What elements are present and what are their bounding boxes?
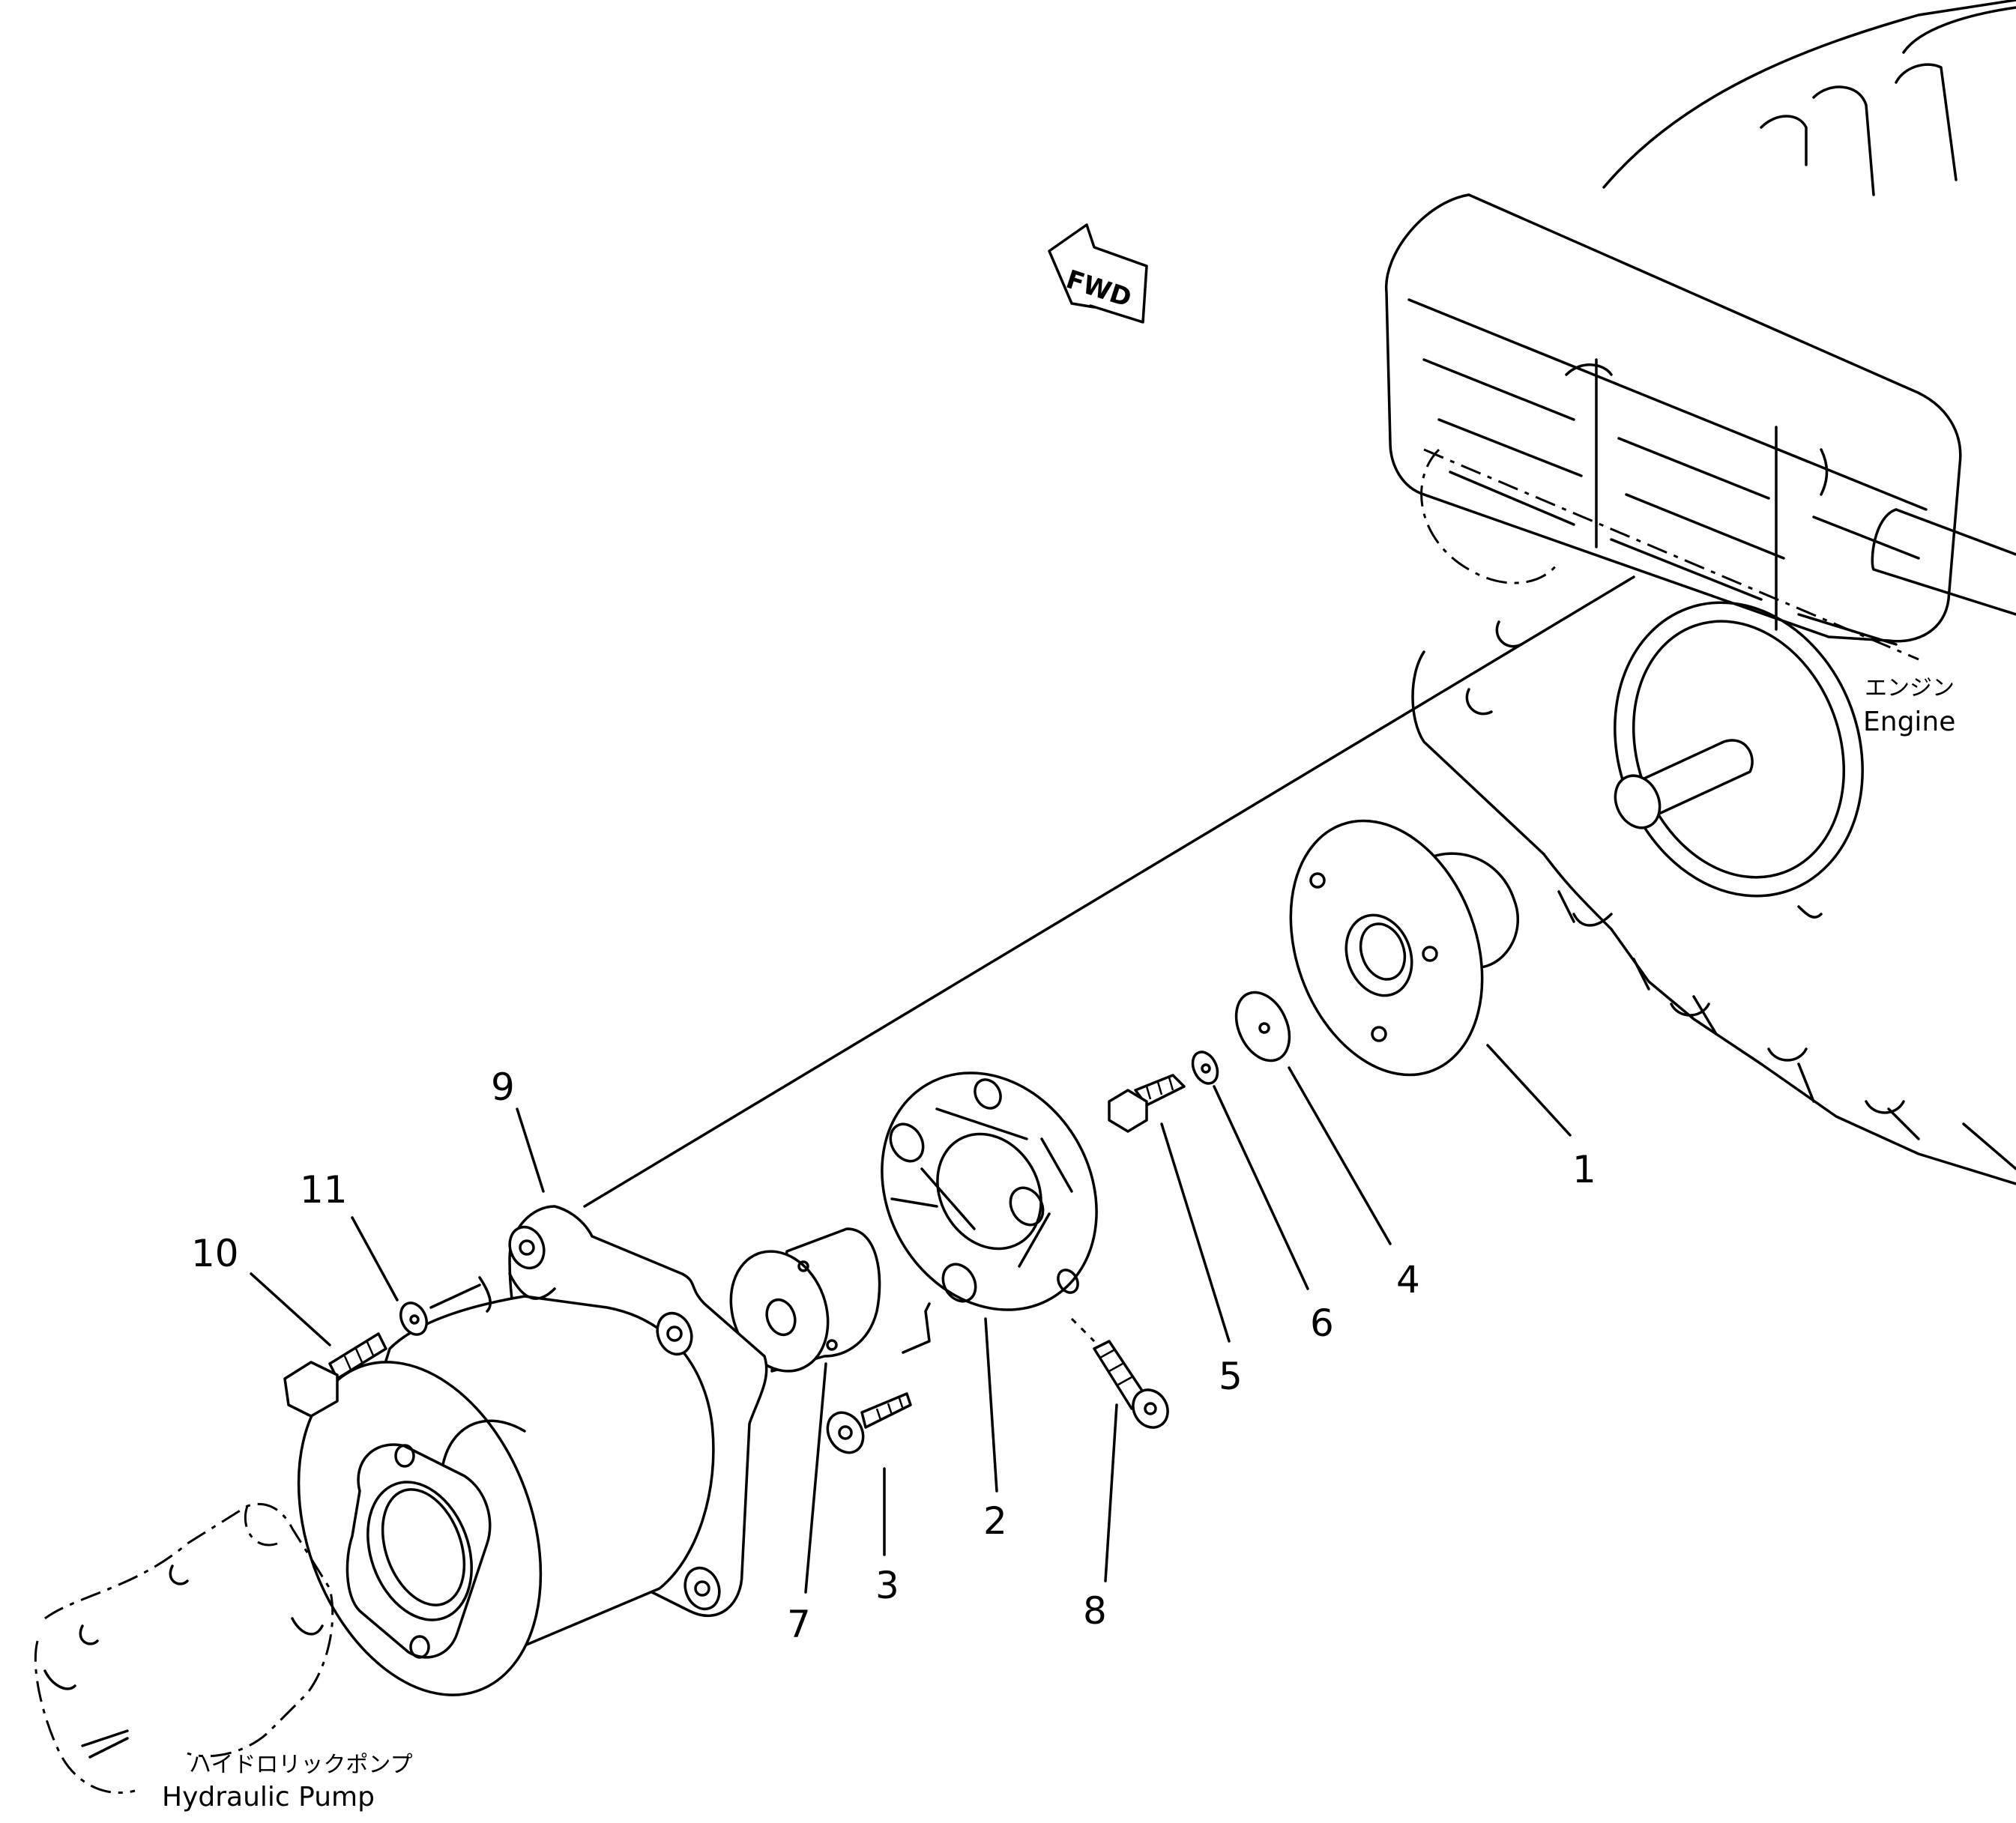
- part-3-cap-screw: [826, 1392, 912, 1454]
- callout-8: 8: [1083, 1589, 1107, 1633]
- callout-numbers: 1 2 3 4 5 6 7 8 9 10 11: [191, 1065, 1596, 1646]
- part-8-set-screw: [1070, 1317, 1169, 1429]
- callout-6: 6: [1310, 1302, 1334, 1345]
- callout-10: 10: [191, 1232, 239, 1275]
- part-11-washer: [399, 1284, 481, 1336]
- fwd-arrow-icon: FWD: [1048, 223, 1148, 324]
- part-7-sleeve: [729, 1227, 881, 1373]
- engine-assembly: [1385, 0, 2016, 1185]
- part-10-bolt: [283, 1332, 387, 1418]
- callout-1: 1: [1572, 1148, 1596, 1191]
- engine-label-jp: エンジン: [1865, 675, 1955, 701]
- pump-label-en: Hydraulic Pump: [162, 1782, 375, 1813]
- hydraulic-pump: [34, 1502, 334, 1795]
- pump-label-jp: ハイドロリックポンプ: [189, 1752, 413, 1778]
- callout-7: 7: [787, 1603, 811, 1646]
- centre-line: [583, 575, 1635, 1208]
- callout-2: 2: [983, 1499, 1007, 1543]
- callout-9: 9: [491, 1065, 515, 1109]
- callout-5: 5: [1219, 1355, 1243, 1398]
- leader-lines: [250, 1044, 1572, 1594]
- part-6-spring-washer: [1191, 1050, 1219, 1085]
- callout-4: 4: [1396, 1258, 1420, 1302]
- part-9-bell-housing: [297, 1205, 768, 1696]
- part-1-flange-hub: [1289, 819, 1519, 1077]
- part-5-bolt: [1108, 1074, 1186, 1133]
- callout-3: 3: [875, 1564, 899, 1607]
- callout-11: 11: [300, 1168, 348, 1212]
- part-4-washer: [1234, 991, 1291, 1062]
- engine-label-en: Engine: [1863, 707, 1955, 737]
- part-2-coupling: [881, 1071, 1098, 1354]
